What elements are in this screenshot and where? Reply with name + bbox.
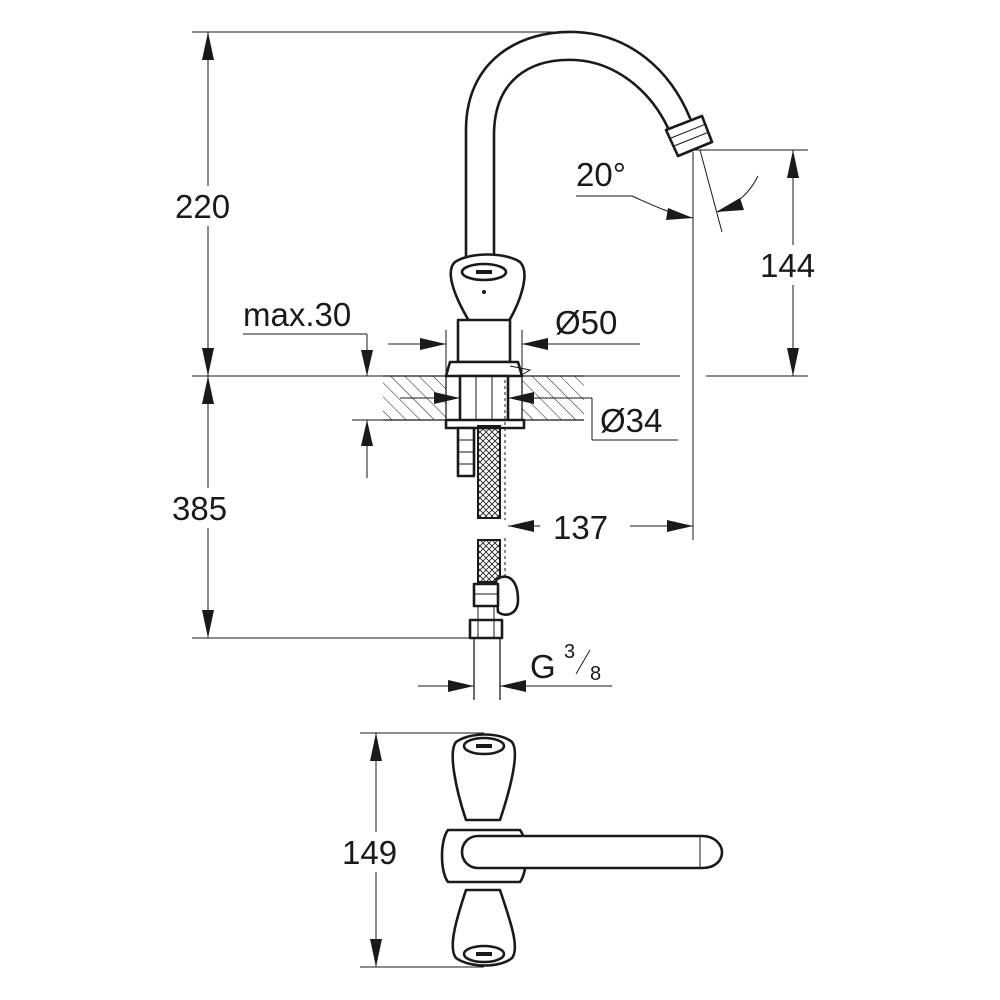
dim-137: 137 [508, 152, 694, 546]
hose-fitting [472, 582, 500, 608]
dim-220-label: 220 [175, 188, 230, 225]
braided-hose-lower [477, 539, 501, 583]
handle-indicator-icon [476, 270, 492, 274]
dim-149: 149 [340, 732, 484, 968]
dim-220: 220 [175, 31, 680, 377]
top-indicator-lower-icon [476, 952, 492, 956]
top-handle-lower [451, 888, 517, 967]
dim-dia50-label: Ø50 [555, 304, 617, 341]
top-indicator-upper-icon [476, 744, 492, 748]
dim-g38: G 3 8 [418, 641, 612, 692]
dim-144: 144 [693, 149, 830, 377]
mounting-shank [458, 374, 510, 428]
dim-dia34-label: Ø34 [600, 402, 662, 439]
connection-nut [468, 618, 504, 640]
spout-inner [492, 58, 670, 260]
dim-angle-label: 20° [576, 156, 626, 193]
mounting-assembly [444, 374, 526, 700]
dim-dia34: Ø34 [400, 392, 678, 441]
valve-tag [494, 575, 520, 616]
base-flange [444, 360, 524, 378]
dim-thread-numerator: 3 [564, 641, 575, 663]
dim-144-label: 144 [760, 247, 815, 284]
faucet-top-view [440, 733, 724, 967]
dim-max30-label: max.30 [243, 296, 351, 333]
dim-dia50: Ø50 [388, 304, 640, 376]
faucet-side-view [444, 30, 714, 378]
dim-385-label: 385 [172, 490, 227, 527]
dim-137-label: 137 [553, 509, 608, 546]
dim-thread-denominator: 8 [590, 663, 601, 685]
dim-angle-20: 20° [576, 149, 759, 233]
braided-hose-upper [477, 425, 501, 519]
dim-149-label: 149 [342, 834, 397, 871]
spout-outer [464, 30, 692, 260]
dim-max30: max.30 [243, 296, 383, 478]
faucet-body [456, 318, 512, 364]
dim-g-label: G [530, 648, 556, 685]
dim-385: 385 [172, 376, 470, 639]
top-handle-upper [451, 733, 517, 822]
top-spout-arm [460, 834, 724, 870]
